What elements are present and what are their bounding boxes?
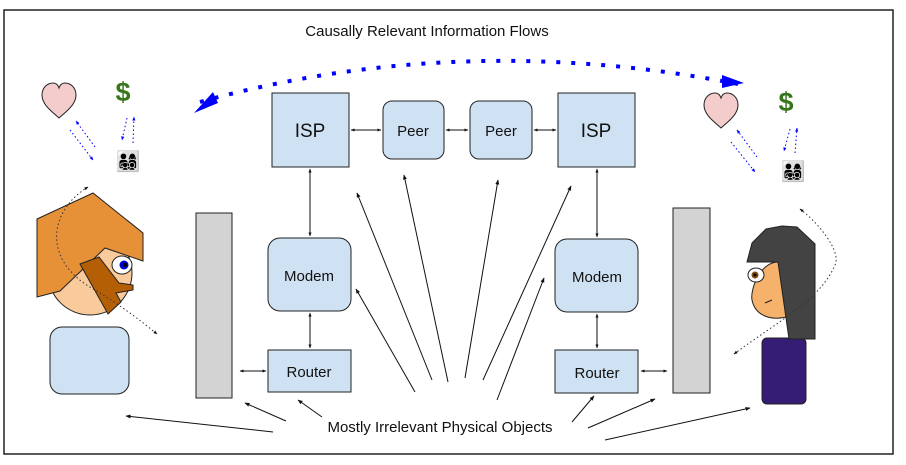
arrow-to-wall-right [587, 398, 656, 429]
arrow-to-wall-left [244, 402, 287, 422]
man-pupil [123, 263, 127, 267]
arc-arrowhead-right [722, 75, 744, 88]
arrow-to-isp-left [356, 192, 433, 381]
arc-arrowhead-left [194, 92, 218, 113]
modem-left-label: Modem [284, 268, 334, 285]
man-body [49, 326, 130, 395]
modem-right-label: Modem [572, 269, 622, 286]
arrow-to-router-left [297, 399, 323, 418]
router-left-label: Router [286, 364, 331, 381]
causal-flow-arc [199, 58, 739, 104]
arrow-to-peer-right [464, 179, 500, 379]
diagram-title: Causally Relevant Information Flows [305, 23, 548, 40]
woman-perception-flow [733, 208, 837, 355]
arrow-to-modem-right [496, 277, 545, 401]
arrow-to-man [125, 414, 274, 433]
peer-right-label: Peer [485, 123, 517, 140]
woman-pupil [753, 273, 757, 277]
arrow-to-woman [604, 407, 751, 441]
peer-left-box[interactable]: Peer [382, 100, 445, 160]
network-links [239, 128, 668, 373]
woman-body [761, 337, 807, 405]
arrow-to-modem-left [355, 288, 416, 393]
man-perception-flow [56, 186, 158, 335]
arrow-to-peer-left [402, 174, 449, 383]
peer-right-box[interactable]: Peer [469, 100, 533, 160]
isp-left-box[interactable]: ISP [271, 92, 350, 168]
isp-left-label: ISP [295, 121, 326, 142]
heart-icon-left [41, 82, 77, 119]
modem-left-box[interactable]: Modem [267, 237, 352, 312]
physical-objects-label: Mostly Irrelevant Physical Objects [327, 419, 552, 436]
wall-right [672, 207, 711, 394]
dollar-icon-right: $ [778, 87, 793, 117]
arrow-to-isp-right [482, 185, 572, 381]
physical-object-arrows [125, 174, 751, 441]
modem-right-box[interactable]: Modem [554, 238, 639, 313]
dollar-icon-left: $ [115, 77, 130, 107]
family-icon-left: 👨‍👩‍👧‍👦 [116, 149, 141, 173]
router-right-box[interactable]: Router [554, 349, 639, 394]
family-icon-right: 👨‍👩‍👧‍👦 [781, 159, 806, 183]
isp-right-label: ISP [581, 121, 612, 142]
value-flows-left [69, 116, 136, 161]
router-left-box[interactable]: Router [267, 349, 352, 393]
peer-left-label: Peer [397, 123, 429, 140]
wall-left [195, 212, 233, 399]
person-man [36, 192, 144, 395]
heart-icon-right [703, 92, 739, 129]
value-flows-right [730, 127, 799, 173]
arrow-to-router-right [571, 395, 595, 423]
router-right-label: Router [574, 365, 619, 382]
isp-right-box[interactable]: ISP [557, 92, 636, 168]
